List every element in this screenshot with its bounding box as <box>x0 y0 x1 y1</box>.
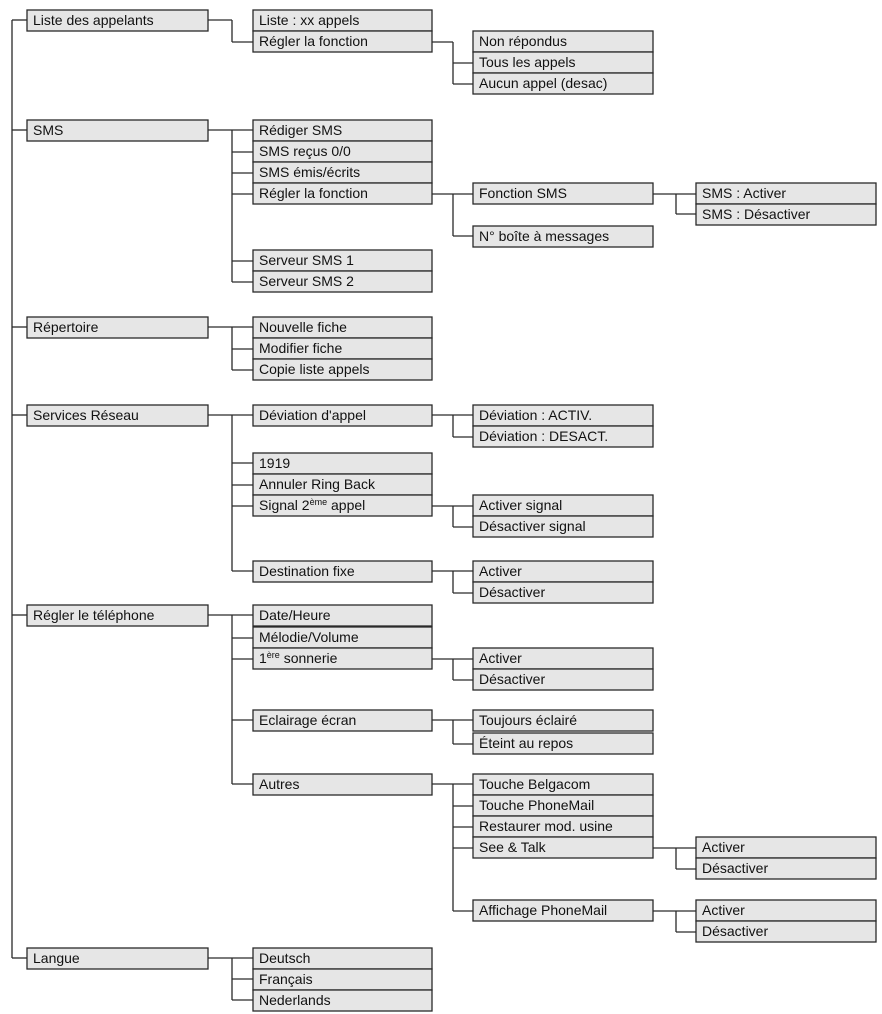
node-other-see-talk: See & Talk <box>479 839 547 855</box>
node-network-1919: 1919 <box>259 455 290 471</box>
node-fixed-dest-activate: Activer <box>479 563 522 579</box>
node-sms-server-2: Serveur SMS 2 <box>259 273 354 289</box>
node-sms-function-deactivate: SMS : Désactiver <box>702 206 810 222</box>
node-sms-received: SMS reçus 0/0 <box>259 143 351 159</box>
node-other-belgacom-key: Touche Belgacom <box>479 776 590 792</box>
node-phonemail-display-activate: Activer <box>702 902 745 918</box>
menu-level-1: Liste des appelants SMS Répertoire Servi… <box>26 9 209 970</box>
node-sms-server-1: Serveur SMS 1 <box>259 252 354 268</box>
node-other-factory-reset: Restaurer mod. usine <box>479 818 613 834</box>
node-network-forward: Déviation d'appel <box>259 407 366 423</box>
node-backlight-always: Toujours éclairé <box>479 712 577 728</box>
node-sms-setting: Régler la fonction <box>259 185 368 201</box>
node-network-second-call: Signal 2ème appel <box>259 497 365 513</box>
menu-level-2: Liste : xx appels Régler la fonction Réd… <box>252 9 433 1012</box>
node-network-fixed-dest: Destination fixe <box>259 563 355 579</box>
node-directory: Répertoire <box>26 316 209 339</box>
node-directory-new: Nouvelle fiche <box>259 319 347 335</box>
node-calls-all: Tous les appels <box>479 54 576 70</box>
node-second-call-activate: Activer signal <box>479 497 562 513</box>
node-calls-list-count: Liste : xx appels <box>259 12 359 28</box>
node-sms-mailbox: N° boîte à messages <box>479 228 609 244</box>
node-sms: SMS <box>26 119 209 142</box>
node-language-de: Deutsch <box>259 950 310 966</box>
node-sms-function: Fonction SMS <box>479 185 567 201</box>
menu-level-4: SMS : Activer SMS : Désactiver Activer D… <box>695 182 877 943</box>
node-see-talk-activate: Activer <box>702 839 745 855</box>
node-phone-datetime: Date/Heure <box>259 607 331 623</box>
node-other-phonemail-display: Affichage PhoneMail <box>479 902 607 918</box>
node-backlight-idle-off: Éteint au repos <box>479 735 573 751</box>
node-first-ring-deactivate: Désactiver <box>479 671 545 687</box>
node-directory-edit: Modifier fiche <box>259 340 342 356</box>
node-other-phonemail-key: Touche PhoneMail <box>479 797 594 813</box>
node-see-talk-deactivate: Désactiver <box>702 860 768 876</box>
node-first-ring-activate: Activer <box>479 650 522 666</box>
node-phone-other: Autres <box>259 776 299 792</box>
node-calls-unanswered: Non répondus <box>479 33 567 49</box>
node-phone-backlight: Eclairage écran <box>259 712 356 728</box>
node-calls-list: Liste des appelants <box>26 9 209 32</box>
node-phonemail-display-deactivate: Désactiver <box>702 923 768 939</box>
svg-text:Liste des appelants: Liste des appelants <box>33 12 154 28</box>
connector-lines <box>11 19 696 1001</box>
svg-text:Langue: Langue <box>33 950 80 966</box>
node-language-nl: Nederlands <box>259 992 331 1008</box>
node-sms-sent: SMS émis/écrits <box>259 164 360 180</box>
svg-text:Répertoire: Répertoire <box>33 319 99 335</box>
node-calls-setting: Régler la fonction <box>259 33 368 49</box>
node-sms-function-activate: SMS : Activer <box>702 185 786 201</box>
node-language-fr: Français <box>259 971 313 987</box>
svg-text:SMS: SMS <box>33 122 63 138</box>
node-language: Langue <box>26 947 209 970</box>
node-sms-write: Rédiger SMS <box>259 122 342 138</box>
node-forward-deactivate: Déviation : DESACT. <box>479 428 608 444</box>
node-phone-melody: Mélodie/Volume <box>259 629 359 645</box>
svg-text:Régler le téléphone: Régler le téléphone <box>33 607 155 623</box>
svg-text:Services Réseau: Services Réseau <box>33 407 139 423</box>
node-network-ringback: Annuler Ring Back <box>259 476 376 492</box>
node-directory-copy: Copie liste appels <box>259 361 370 377</box>
node-network-services: Services Réseau <box>26 404 209 427</box>
menu-level-3: Non répondus Tous les appels Aucun appel… <box>472 30 654 922</box>
node-second-call-deactivate: Désactiver signal <box>479 518 586 534</box>
node-phone-first-ring: 1ère sonnerie <box>259 650 338 666</box>
node-phone-settings: Régler le téléphone <box>26 604 209 627</box>
node-fixed-dest-deactivate: Désactiver <box>479 584 545 600</box>
node-calls-none: Aucun appel (desac) <box>479 75 607 91</box>
node-forward-activate: Déviation : ACTIV. <box>479 407 592 423</box>
